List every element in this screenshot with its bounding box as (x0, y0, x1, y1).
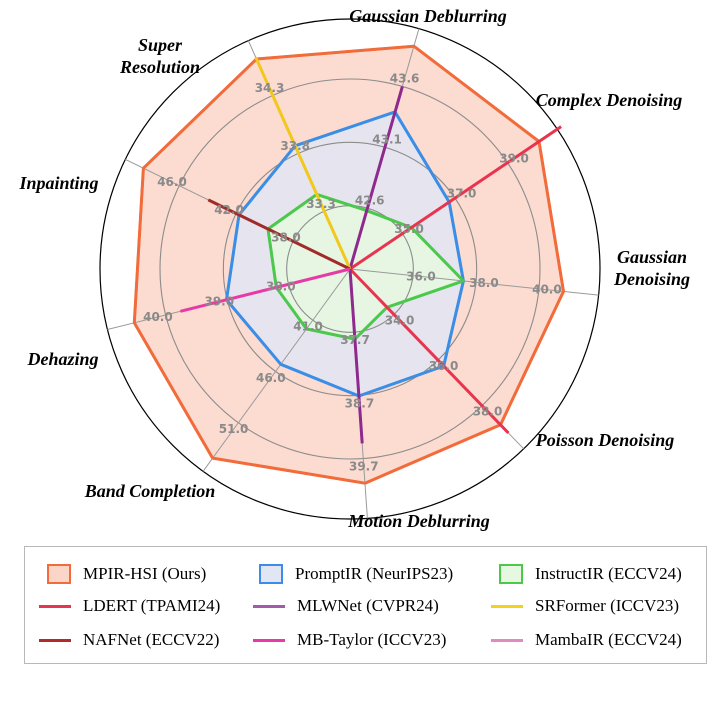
legend-label-mambair: MambaIR (ECCV24) (535, 630, 682, 649)
legend-line-nafnet (39, 638, 71, 642)
tick-label-complex-denoising-2: 37.0 (447, 187, 477, 201)
tick-label-super-resolution-1: 33.3 (306, 197, 336, 211)
tick-label-super-resolution-2: 33.8 (280, 139, 310, 153)
series-line-mb-taylor-iccv23-dehazing (180, 267, 351, 313)
tick-label-gaussian-denoising-2: 38.0 (469, 276, 499, 290)
tick-label-complex-denoising-3: 39.0 (499, 151, 529, 165)
series-line-ldert-tpami24-poisson-denoising (348, 267, 510, 435)
legend-swatch-instructir (499, 564, 523, 584)
axis-label-band-completion: Band Completion (84, 481, 216, 501)
tick-label-motion-deblurring-1: 37.7 (340, 333, 370, 347)
legend-item-mambair: MambaIR (ECCV24) (491, 625, 682, 655)
series-line-ldert-tpami24-complex-denoising (349, 125, 562, 271)
legend-label-instructir: InstructIR (ECCV24) (535, 564, 682, 583)
axis-label-dehazing: Dehazing (26, 349, 98, 369)
tick-label-poisson-denoising-2: 36.0 (429, 359, 459, 373)
axis-label-motion-deblurring: Motion Deblurring (347, 511, 490, 531)
series-outline-promptir-neurips23 (225, 110, 465, 398)
legend-label-mb-taylor: MB-Taylor (ICCV23) (297, 630, 447, 649)
legend-item-srformer: SRFormer (ICCV23) (491, 591, 679, 621)
radar-chart: 42.6 43.1 43.6 35.0 37.0 39.0 36.0 38.0 40.0 34.0… (18, 6, 690, 531)
series-line-mlwnet-cvpr24-gaussian-deblurring (348, 85, 404, 270)
legend: MPIR-HSI (Ours) PromptIR (NeurIPS23) Ins… (24, 546, 707, 664)
tick-label-band-completion-2: 46.0 (256, 371, 286, 385)
tick-label-gaussian-denoising-1: 36.0 (406, 270, 436, 284)
legend-label-nafnet: NAFNet (ECCV22) (83, 630, 220, 649)
legend-swatch-promptir (259, 564, 283, 584)
series-line-nafnet-eccv22-inpainting (207, 198, 351, 271)
tick-label-gaussian-denoising-3: 40.0 (532, 283, 562, 297)
tick-label-motion-deblurring-3: 39.7 (349, 460, 379, 474)
grid-circle-3 (159, 78, 541, 460)
legend-line-mambair (491, 638, 523, 642)
legend-label-srformer: SRFormer (ICCV23) (535, 596, 680, 615)
tick-label-inpainting-1: 38.0 (271, 231, 301, 245)
legend-line-ldert (39, 604, 71, 608)
legend-label-mpir-hsi: MPIR-HSI (Ours) (83, 564, 207, 583)
legend-label-mlwnet: MLWNet (CVPR24) (297, 596, 439, 615)
tick-label-gaussian-deblurring-1: 42.6 (355, 193, 385, 207)
tick-label-inpainting-3: 46.0 (157, 175, 187, 189)
legend-swatch-mpir-hsi (47, 564, 71, 584)
tick-label-dehazing-1: 38.0 (266, 279, 296, 293)
tick-label-super-resolution-3: 34.3 (255, 81, 285, 95)
series-line-mlwnet-cvpr24-motion-deblurring (348, 268, 364, 444)
tick-label-gaussian-deblurring-2: 43.1 (372, 133, 402, 147)
tick-label-dehazing-3: 40.0 (143, 310, 173, 324)
series-outline-instructir-eccv24 (266, 193, 465, 341)
axis-label-complex-denoising: Complex Denoising (536, 90, 683, 110)
legend-item-mpir-hsi: MPIR-HSI (Ours) (47, 559, 206, 589)
axis-label-poisson-denoising: Poisson Denoising (535, 430, 675, 450)
tick-label-dehazing-2: 39.0 (204, 295, 234, 309)
outer-frame-circle (99, 18, 601, 520)
tick-label-complex-denoising-1: 35.0 (394, 222, 424, 236)
tick-label-poisson-denoising-1: 34.0 (385, 313, 415, 327)
legend-item-ldert: LDERT (TPAMI24) (39, 591, 220, 621)
tick-label-motion-deblurring-2: 38.7 (345, 396, 375, 410)
legend-line-srformer (491, 604, 523, 608)
spoke-band-completion (202, 268, 351, 472)
legend-item-mlwnet: MLWNet (CVPR24) (253, 591, 439, 621)
legend-item-instructir: InstructIR (ECCV24) (499, 559, 682, 589)
tick-label-inpainting-2: 42.0 (214, 203, 244, 217)
tick-label-band-completion-1: 41.0 (293, 320, 323, 334)
series-line-srformer-iccv23-super-resolution (254, 56, 352, 270)
tick-label-poisson-denoising-3: 38.0 (473, 404, 503, 418)
legend-line-mlwnet (253, 604, 285, 608)
axis-label-inpainting: Inpainting (18, 173, 98, 193)
legend-item-promptir: PromptIR (NeurIPS23) (259, 559, 453, 589)
legend-label-ldert: LDERT (TPAMI24) (83, 596, 221, 615)
legend-item-nafnet: NAFNet (ECCV22) (39, 625, 219, 655)
series-outline-mpir-hsi-ours (133, 44, 565, 485)
tick-label-band-completion-3: 51.0 (219, 422, 249, 436)
legend-line-mb-taylor (253, 638, 285, 642)
spoke-gaussian-denoising (349, 268, 599, 296)
axis-label-gaussian-deblurring: Gaussian Deblurring (349, 6, 507, 26)
legend-item-mb-taylor: MB-Taylor (ICCV23) (253, 625, 446, 655)
legend-label-promptir: PromptIR (NeurIPS23) (295, 564, 454, 583)
grid-circle-2 (222, 141, 478, 397)
tick-label-gaussian-deblurring-3: 43.6 (390, 72, 420, 86)
